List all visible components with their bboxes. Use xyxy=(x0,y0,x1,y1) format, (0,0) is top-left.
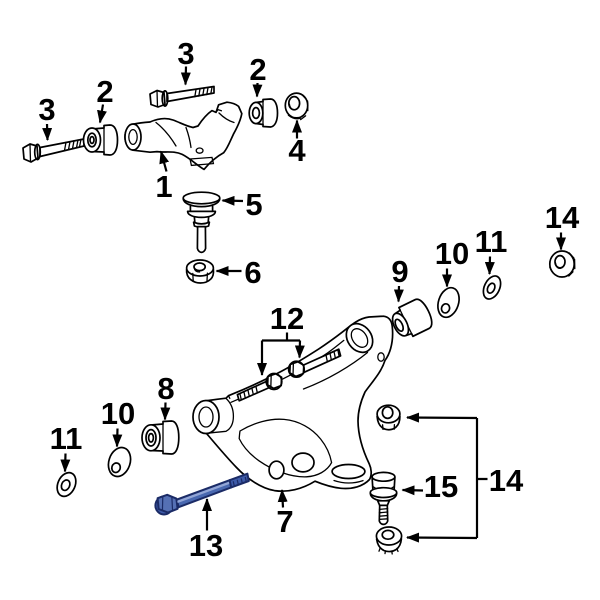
washer-part-10-right xyxy=(437,286,460,319)
callout-12: 12 xyxy=(270,301,304,336)
callout-14-bracket: 14 xyxy=(489,463,524,498)
callout-10-right: 10 xyxy=(435,236,469,271)
callout-4: 4 xyxy=(288,133,306,168)
nut-part-14-lower xyxy=(375,526,403,555)
callout-9: 9 xyxy=(391,254,408,289)
lower-control-arm xyxy=(192,315,394,492)
callout-11-left: 11 xyxy=(50,421,83,456)
washer-part-11-left xyxy=(56,471,77,498)
nut-part-14-upper xyxy=(376,404,401,431)
upper-control-arm xyxy=(124,101,243,171)
bolt-upper-top xyxy=(149,85,215,108)
upper-ball-joint xyxy=(182,191,221,254)
callout-13: 13 xyxy=(189,528,223,563)
callout-3-top: 3 xyxy=(177,36,194,71)
washer-part-10-left xyxy=(107,446,132,478)
callout-2-right: 2 xyxy=(249,52,266,87)
callout-14-top-right: 14 xyxy=(545,200,580,235)
bushing-upper-right xyxy=(248,98,279,128)
callout-5: 5 xyxy=(245,187,262,222)
callout-7: 7 xyxy=(276,504,293,539)
callout-11-right: 11 xyxy=(475,224,508,259)
bolt-pair-part-12 xyxy=(236,348,342,402)
callout-labels: 3 2 3 2 4 1 5 6 14 11 10 9 12 8 10 11 13… xyxy=(38,36,580,563)
callout-2-left: 2 xyxy=(96,74,113,109)
bushing-upper-left xyxy=(82,124,119,156)
callout-3-upper-left: 3 xyxy=(38,92,55,127)
lower-ball-joint xyxy=(369,471,398,526)
nut-part-6 xyxy=(185,259,215,284)
callout-1: 1 xyxy=(155,169,172,204)
callout-10-left: 10 xyxy=(101,396,135,431)
callout-8: 8 xyxy=(157,371,174,406)
bolt-part-13-highlighted[interactable] xyxy=(154,472,250,516)
washer-part-11-right xyxy=(482,275,502,300)
callout-6: 6 xyxy=(244,255,261,290)
callout-15: 15 xyxy=(424,469,458,504)
nut-part-14-top xyxy=(548,250,576,278)
nut-part-4 xyxy=(284,92,309,121)
callout-arrows xyxy=(42,66,566,543)
bushing-part-9 xyxy=(391,298,433,338)
bolt-upper-left xyxy=(22,138,85,163)
bushing-part-8 xyxy=(141,420,180,455)
